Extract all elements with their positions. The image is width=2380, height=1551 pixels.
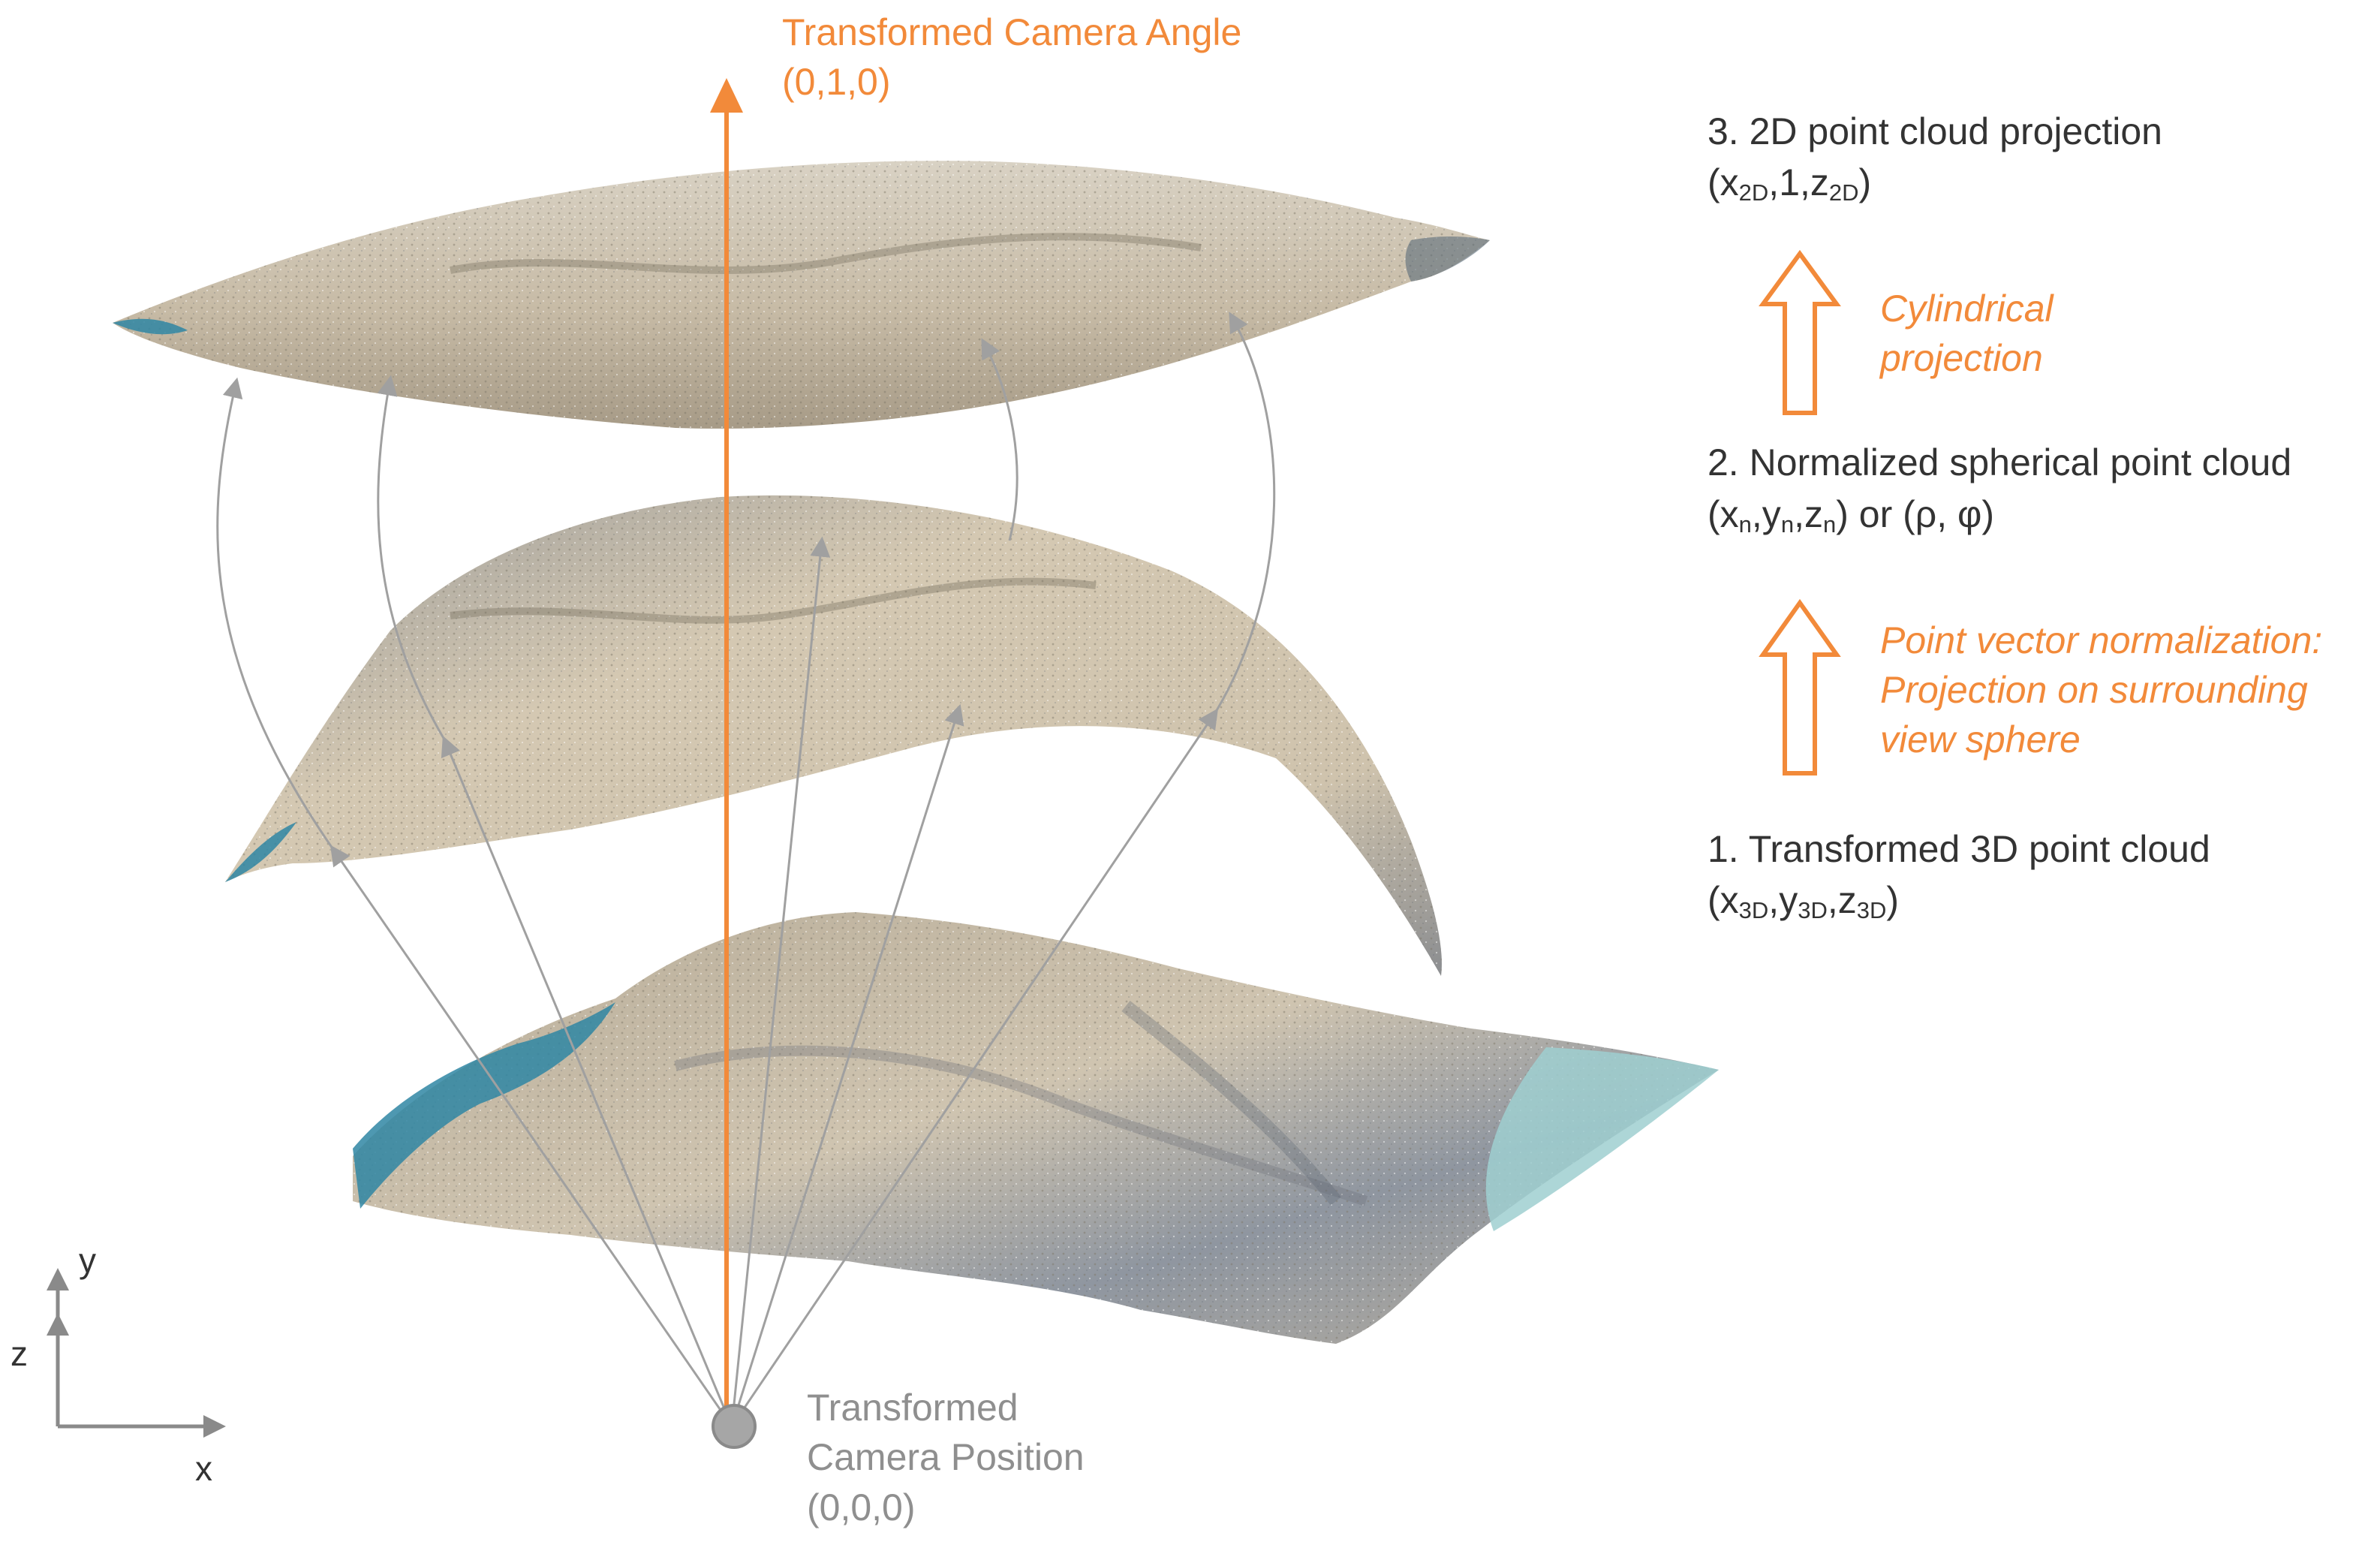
projection-2d-point-cloud (113, 161, 1490, 429)
normalization-step-line1: Point vector normalization: (1880, 619, 2323, 661)
stage-3-coords: (x2D,1,z2D) (1708, 161, 1872, 206)
camera-angle-coords: (0,1,0) (782, 61, 891, 103)
stage-1-title: 1. Transformed 3D point cloud (1708, 828, 2210, 870)
cylindrical-projection-arrow (1759, 249, 1841, 415)
stage-2-coords: (xn,yn,zn) or (ρ, φ) (1708, 493, 1995, 538)
normalization-arrow (1759, 598, 1841, 776)
stage-2-title: 2. Normalized spherical point cloud (1708, 441, 2292, 483)
cylindrical-step-line1: Cylindrical (1880, 288, 2054, 330)
camera-position-line2: Camera Position (807, 1436, 1085, 1478)
axis-label-x: x (195, 1449, 212, 1488)
camera-position-line1: Transformed (807, 1387, 1018, 1429)
camera-angle-title: Transformed Camera Angle (782, 11, 1242, 53)
camera-angle-axis (710, 78, 743, 1423)
terrain-3d-point-cloud (353, 912, 1719, 1344)
axis-label-y: y (79, 1241, 96, 1280)
spherical-point-cloud (225, 495, 1442, 976)
axis-label-z: z (11, 1334, 28, 1373)
normalization-step-line3: view sphere (1880, 718, 2081, 760)
coordinate-axes (47, 1268, 226, 1438)
projection-rays (216, 312, 1276, 1427)
camera-position-dot (712, 1404, 757, 1449)
stage-3-title: 3. 2D point cloud projection (1708, 110, 2162, 152)
cylindrical-step-line2: projection (1880, 337, 2043, 379)
stage-1-coords: (x3D,y3D,z3D) (1708, 879, 1900, 923)
camera-position-coords: (0,0,0) (807, 1486, 916, 1528)
normalization-step-line2: Projection on surrounding (1880, 669, 2308, 711)
